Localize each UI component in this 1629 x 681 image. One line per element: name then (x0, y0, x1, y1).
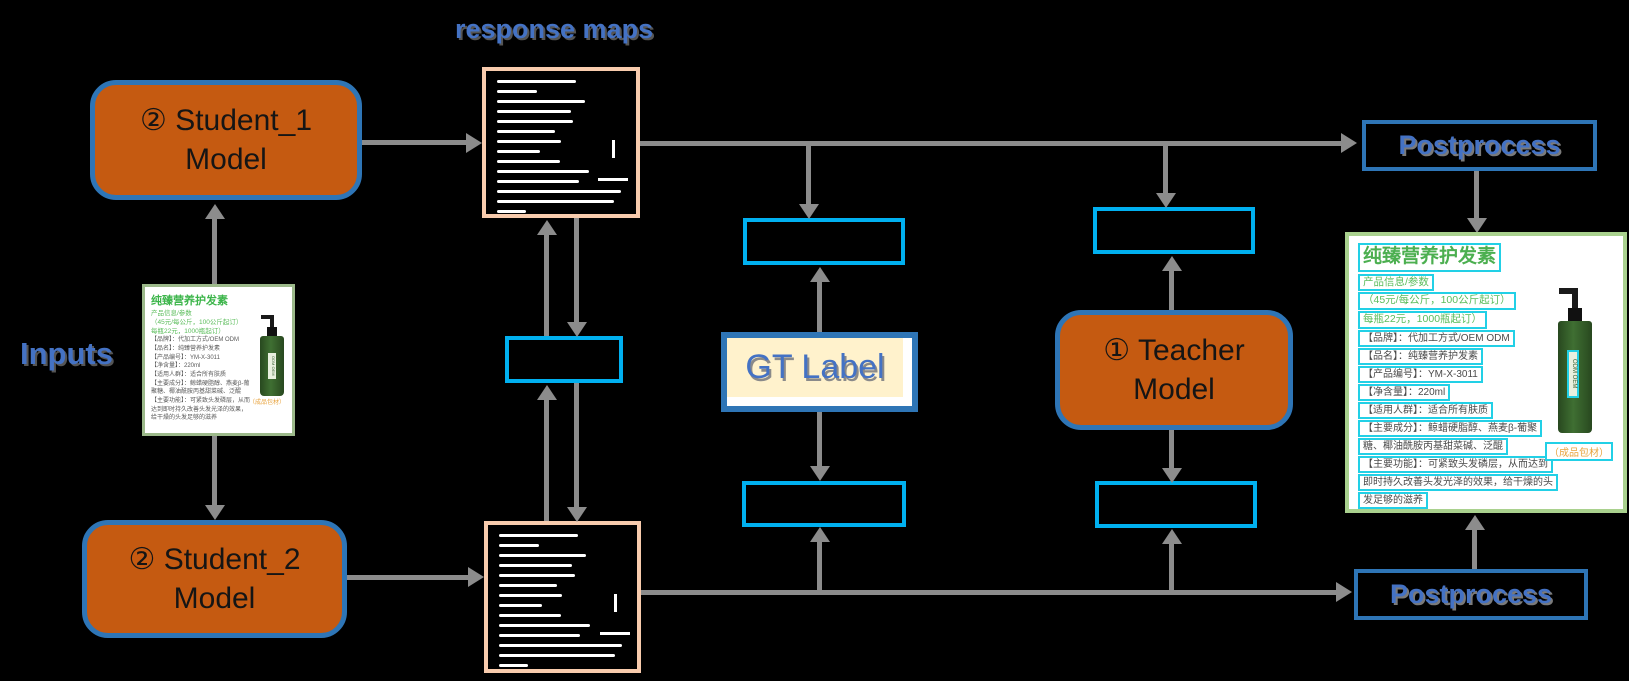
map-mark (612, 140, 615, 158)
ocr-text-line: 【主要成分】：鲸蜡硬脂醇、燕麦β-葡聚 (1358, 419, 1543, 437)
ocr-result-panel: 纯臻营养护发素产品信息/参数（45元/每公斤，100公斤起订）每瓶22元，100… (1345, 232, 1627, 513)
student2-model-box: ② Student_2 Model (82, 520, 347, 638)
input-card-spec-line: 【主要功能】：可紧致头发磷层，从而达到即时持久改善头发光泽的效果，给干燥的头发足… (151, 398, 251, 422)
map-text-line (499, 584, 557, 587)
loss-box-bottom-teacher (1095, 481, 1257, 528)
map-text-line (499, 654, 615, 657)
input-card-spec-line: 【净含量】：220ml (151, 363, 201, 370)
map-text-line (499, 554, 586, 557)
teacher-model-box: ① Teacher Model (1055, 310, 1293, 430)
map-text-line (497, 130, 556, 133)
loss-box-top-teacher (1093, 207, 1255, 254)
map-text-line (499, 614, 562, 617)
map-mark (600, 632, 630, 635)
ocr-text-line: 即时持久改善头发光泽的效果，给干燥的头 (1358, 473, 1558, 491)
input-card-spec-line: 【品牌】：代加工方式/OEM ODM (151, 337, 239, 344)
ocr-bottle-label: ODM OEM (1567, 350, 1579, 398)
input-card-spec-lines: 【品牌】：代加工方式/OEM ODM【品名】：纯臻营养护发素【产品编号】：YM-… (151, 336, 286, 423)
input-card-bottle-image: ODM OEM (258, 315, 288, 397)
map-text-line (497, 210, 527, 213)
postprocess-bottom-label: Postprocess (1389, 579, 1553, 609)
map-text-line (499, 664, 528, 667)
ocr-text-line: 产品信息/参数 (1358, 273, 1434, 292)
response-maps-label: response maps (455, 14, 654, 44)
map-text-line (499, 634, 581, 637)
ocr-lines: 纯臻营养护发素产品信息/参数（45元/每公斤，100公斤起订）每瓶22元，100… (1358, 243, 1614, 509)
ocr-package-note: （成品包材） (1545, 442, 1613, 461)
input-card-package-note: （成品包材） (249, 400, 286, 406)
ocr-text-line: 糖、椰油酰胺丙基甜菜碱、泛醌 (1358, 437, 1508, 455)
input-card-spec-line: 【适用人群】：适合所有肤质 (151, 372, 227, 379)
ocr-bottle-image: ODM OEM (1555, 288, 1597, 438)
ocr-text-line: （45元/每公斤，100公斤起订） (1358, 292, 1516, 310)
ocr-text-line: 【品牌】：代加工方式/OEM ODM (1358, 329, 1515, 347)
ocr-text-line: 发足够的滋养 (1358, 491, 1428, 509)
ocr-text-line: 【主要功能】：可紧致头发磷层，从而达到 (1358, 455, 1553, 473)
loss-box-bottom-center (742, 481, 906, 527)
map-text-line (497, 150, 541, 153)
student2-model-label: ② Student_2 Model (128, 543, 301, 615)
map-text-line (499, 564, 573, 567)
input-product-card: 纯臻营养护发素 产品信息/参数（45元/每公斤，100公斤起订）每瓶22元，10… (142, 284, 295, 436)
map-text-line (497, 120, 574, 123)
ocr-text-line: 纯臻营养护发素 (1358, 243, 1502, 272)
top-response-map (482, 67, 640, 218)
ocr-text-line: 【品名】：纯臻营养护发素 (1358, 347, 1483, 365)
ocr-text-line: 【产品编号】：YM-X-3011 (1358, 365, 1483, 383)
map-text-line (499, 574, 575, 577)
input-card-spec-line: 【产品编号】：YM-X-3011 (151, 354, 220, 361)
input-card-title: 纯臻营养护发素 (151, 295, 228, 307)
ocr-text-line: 【净含量】：220ml (1358, 383, 1451, 401)
map-text-line (499, 534, 578, 537)
input-card-bottle-label: ODM OEM (268, 353, 276, 379)
map-mark (598, 178, 628, 181)
map-text-line (499, 624, 591, 627)
map-mark (614, 594, 617, 612)
map-text-line (499, 604, 542, 607)
map-text-line (497, 190, 621, 193)
map-text-line (499, 544, 540, 547)
map-text-line (497, 200, 614, 203)
postprocess-bottom-box: Postprocess (1354, 569, 1588, 620)
bottom-response-map (484, 521, 641, 673)
input-card-info-lines: 产品信息/参数（45元/每公斤，100公斤起订）每瓶22元，1000瓶起订） (151, 310, 286, 336)
map-text-line (497, 160, 560, 163)
map-text-line (497, 100, 585, 103)
map-text-line (497, 80, 577, 83)
map-text-line (497, 170, 589, 173)
teacher-model-label: ① Teacher Model (1103, 334, 1245, 406)
input-card-spec-line: 【品名】：纯臻营养护发素 (151, 345, 221, 352)
map-text-line (499, 644, 622, 647)
input-card-info-line: 产品信息/参数 (151, 310, 192, 317)
map-text-line (497, 180, 579, 183)
gt-label-text: GT Label (727, 338, 903, 397)
map-text-line (497, 110, 571, 113)
map-text-line (497, 90, 538, 93)
ocr-text-line: 每瓶22元，1000瓶起订） (1358, 310, 1488, 329)
input-card-spec-line: 【主要成分】：鲸蜡硬脂醇、燕麦β-葡聚糖、椰油酰胺丙基甜菜碱、泛醌 (151, 380, 250, 396)
map-text-line (499, 594, 563, 597)
student1-model-box: ② Student_1 Model (90, 80, 362, 200)
input-card-info-line: 每瓶22元，1000瓶起订） (151, 327, 225, 335)
map-text-line (497, 140, 561, 143)
postprocess-top-box: Postprocess (1362, 120, 1597, 171)
gt-label-box: GT Label (721, 332, 918, 412)
postprocess-top-label: Postprocess (1398, 130, 1561, 160)
loss-box-top-center (743, 218, 905, 265)
loss-box-between-maps (505, 336, 623, 383)
ocr-text-line: 【适用人群】：适合所有肤质 (1358, 401, 1493, 419)
student1-model-label: ② Student_1 Model (139, 104, 313, 176)
inputs-label: Inputs (20, 336, 113, 371)
input-card-info-line: （45元/每公斤，100公斤起订） (151, 318, 243, 326)
